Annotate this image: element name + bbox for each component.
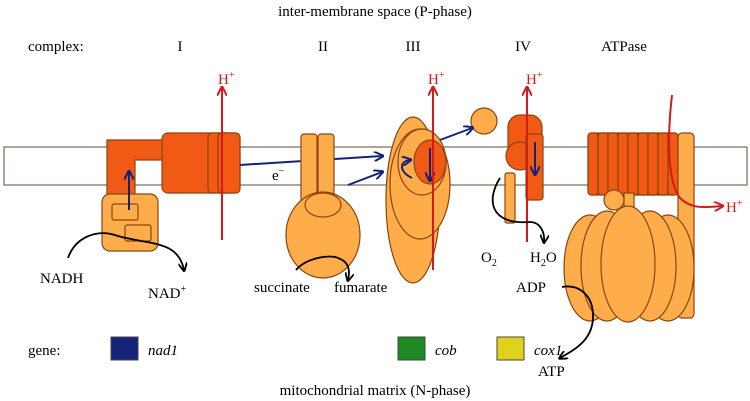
complex-iii-electron-arrow-out: [439, 128, 472, 141]
water-label: H2O: [530, 250, 557, 269]
legend-label-cox1: cox1: [534, 343, 562, 359]
matrix-label: mitochondrial matrix (N-phase): [280, 383, 471, 399]
electron-label: e−: [272, 166, 285, 184]
complex-ii-head: [285, 191, 361, 279]
atpase-label: ATPase: [601, 39, 647, 55]
adp-label: ADP: [516, 280, 546, 296]
atp-label: ATP: [538, 364, 565, 380]
oxygen-arrow: [491, 177, 544, 242]
adp-arrow: [560, 285, 594, 358]
legend-label-cob: cob: [435, 343, 457, 359]
legend-label-nad1: nad1: [148, 343, 178, 359]
complex-ii-label: II: [318, 39, 328, 55]
atp-synthase: H+ ADP ATP: [516, 94, 743, 380]
complex-i-label: I: [178, 39, 183, 55]
legend-swatch-cob: [397, 336, 426, 361]
nad-label: NAD+: [148, 284, 187, 302]
succinate-arrow: [295, 255, 349, 281]
complex-iii-proton-label: H+: [428, 70, 445, 88]
complex-iii-q-cycle-arrow: [401, 160, 412, 179]
legend-swatch-cox1: [496, 336, 525, 361]
nadh-arrow: [67, 232, 184, 270]
complex-heading: complex:: [28, 39, 84, 55]
intermembrane-space-label: inter-membrane space (P-phase): [278, 4, 472, 20]
legend-heading: gene:: [28, 343, 60, 359]
complex-ii-electron-arrow: [347, 172, 382, 186]
nadh-label: NADH: [40, 271, 83, 287]
complex-iii-label: III: [406, 39, 421, 55]
complex-i: H+ NADH NAD+: [40, 70, 241, 302]
fumarate-label: fumarate: [334, 280, 388, 296]
complex-i-proton-label: H+: [218, 70, 235, 88]
atpase-proton-label: H+: [726, 198, 743, 216]
complex-ii: succinate fumarate: [254, 133, 388, 296]
cytochrome-c: [470, 107, 498, 135]
complex-iv: H+ O2 H2O: [481, 70, 557, 269]
atpase-proton-arrow: [668, 94, 722, 207]
legend-swatch-nad1: [110, 336, 139, 361]
oxygen-label: O2: [481, 250, 497, 269]
succinate-label: succinate: [254, 280, 310, 296]
complex-iii: H+: [385, 70, 498, 284]
complex-iv-proton-label: H+: [526, 70, 543, 88]
complex-iv-label: IV: [515, 39, 531, 55]
gene-legend: gene: nad1 cob cox1: [28, 336, 562, 361]
